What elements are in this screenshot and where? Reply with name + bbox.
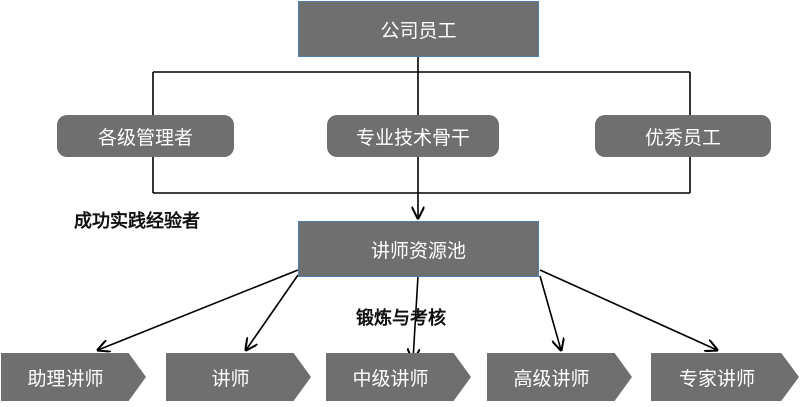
arrow-to-level-4 (539, 275, 561, 350)
node-managers: 各级管理者 (57, 115, 234, 157)
arrow-to-level-3 (413, 275, 418, 360)
arrow-to-level-5 (539, 269, 717, 350)
node-lecturer-pool: 讲师资源池 (298, 221, 539, 277)
node-company-staff: 公司员工 (298, 1, 539, 57)
arrow-to-level-1 (98, 269, 299, 350)
level-lecturer: 讲师 (166, 353, 311, 401)
level-senior-lecturer: 高级讲师 (487, 353, 632, 401)
node-tech-backbone: 专业技术骨干 (327, 115, 499, 157)
level-intermediate-lecturer: 中级讲师 (326, 353, 471, 401)
arrow-to-level-2 (246, 274, 299, 350)
annotation-training: 锻炼与考核 (356, 308, 446, 329)
node-excellent-staff: 优秀员工 (595, 115, 771, 157)
level-expert-lecturer: 专家讲师 (651, 353, 799, 401)
annotation-success: 成功实践经验者 (74, 211, 200, 232)
level-assistant-lecturer: 助理讲师 (1, 353, 146, 401)
